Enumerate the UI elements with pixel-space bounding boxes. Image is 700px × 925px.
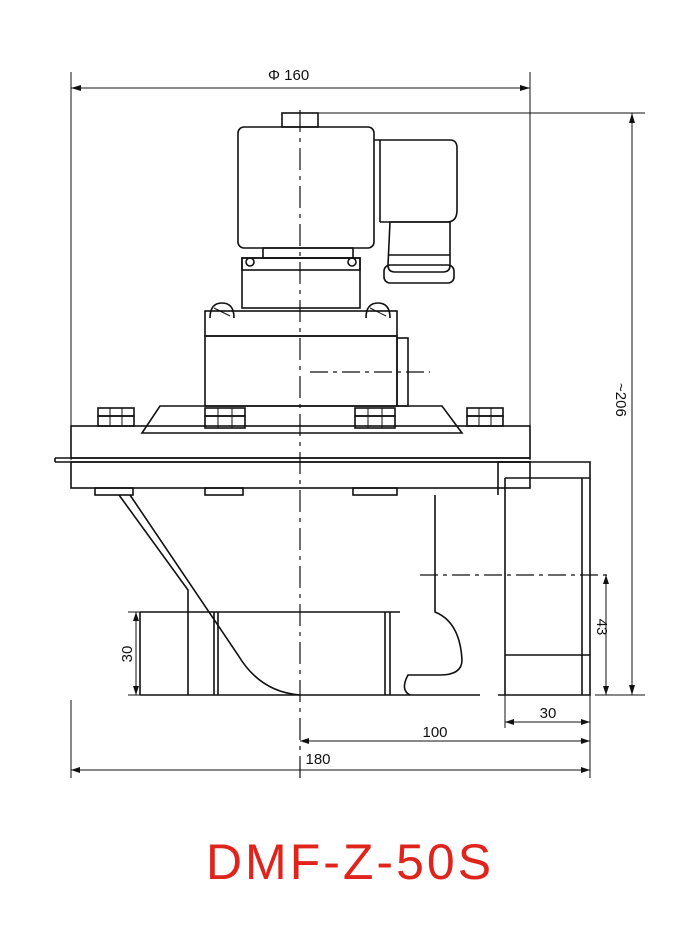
- valve-bonnet: [204, 257, 430, 407]
- right-43-label: 43: [593, 619, 610, 636]
- electrical-connector: [374, 139, 458, 284]
- model-title: DMF-Z-50S: [205, 834, 495, 890]
- dimension-diameter: Φ 160: [70, 67, 531, 460]
- dimension-height: ~206: [290, 112, 645, 696]
- diaphragm-cover: [54, 405, 531, 496]
- offset-100-label: 100: [422, 724, 447, 741]
- diameter-label: Φ 160: [268, 67, 309, 84]
- dimension-bottom-30: 30: [504, 695, 591, 778]
- valve-body: [118, 461, 610, 696]
- dimension-left-30: 30: [119, 611, 142, 696]
- bottom-30-label: 30: [540, 705, 557, 722]
- height-label: ~206: [612, 383, 629, 417]
- dimension-100: 100: [300, 724, 590, 744]
- overall-180-label: 180: [305, 751, 330, 768]
- valve-technical-drawing: Φ 160 ~206: [54, 67, 645, 780]
- dimension-right-43: 43: [593, 575, 610, 695]
- solenoid-coil: [237, 112, 375, 259]
- left-30-label: 30: [119, 646, 136, 663]
- dimension-180: 180: [70, 700, 590, 778]
